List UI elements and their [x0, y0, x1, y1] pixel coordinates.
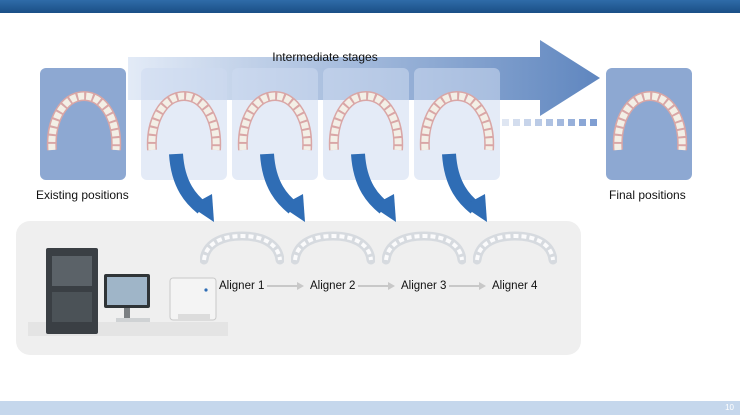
curved-arrow-2	[260, 153, 305, 222]
dental-arch-stage-1	[146, 90, 222, 151]
header-bar	[0, 0, 740, 13]
final-positions-label: Final positions	[609, 188, 686, 202]
clear-aligner-4	[473, 231, 557, 265]
production-equipment-illustration	[28, 248, 228, 336]
sequence-arrow-2	[358, 282, 395, 290]
sequence-arrow-3	[449, 282, 486, 290]
clear-aligner-3	[382, 231, 466, 265]
dental-arch-stage-4	[419, 90, 495, 151]
dental-arch-stage-2	[237, 90, 313, 151]
aligner-label-3: Aligner 3	[401, 280, 447, 292]
curved-arrow-3	[351, 153, 396, 222]
dental-arch-existing	[46, 90, 122, 151]
sequence-arrow-1	[267, 282, 304, 290]
curved-arrow-1	[169, 153, 214, 222]
transition-dots	[502, 119, 597, 126]
page-number: 10	[725, 403, 734, 412]
clear-aligner-1	[200, 231, 284, 265]
aligner-label-4: Aligner 4	[492, 280, 538, 292]
curved-arrow-4	[442, 153, 487, 222]
aligner-label-1: Aligner 1	[219, 280, 265, 292]
dental-arch-final	[612, 90, 688, 151]
clear-aligner-2	[291, 231, 375, 265]
aligner-label-2: Aligner 2	[310, 280, 356, 292]
existing-positions-label: Existing positions	[36, 188, 129, 202]
dental-arch-stage-3	[328, 90, 404, 151]
intermediate-stages-label: Intermediate stages	[272, 50, 378, 64]
footer-bar	[0, 401, 740, 415]
